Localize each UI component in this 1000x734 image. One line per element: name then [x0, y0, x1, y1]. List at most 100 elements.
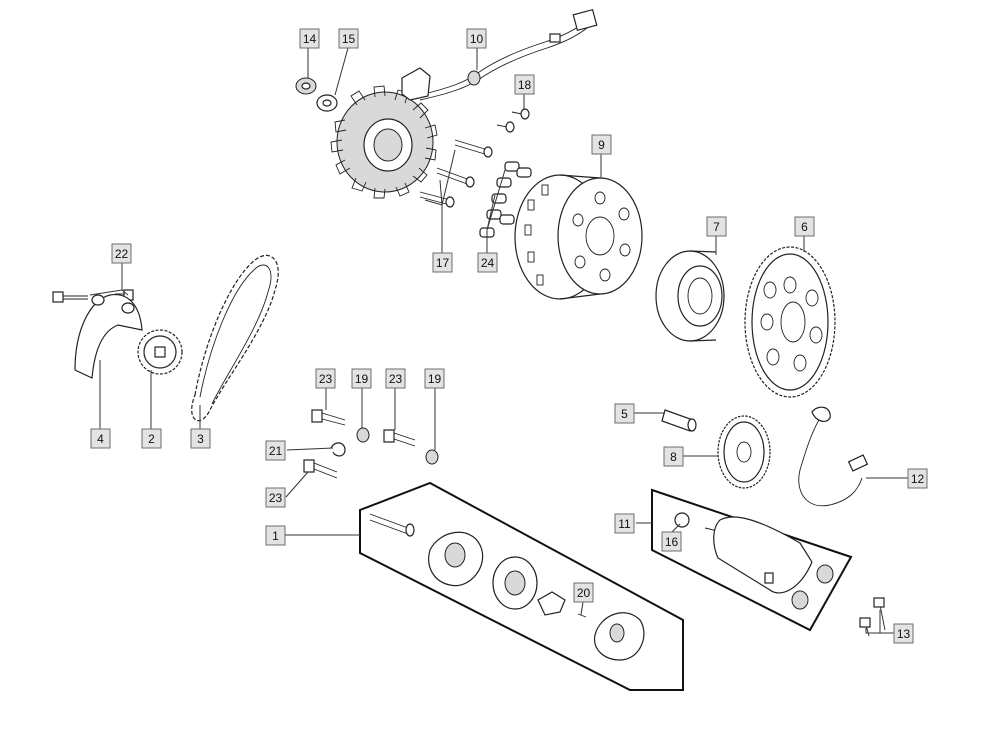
part-chain-cover-4: [74, 294, 143, 379]
callout-number: 17: [436, 256, 450, 270]
part-chain-3: [191, 254, 279, 422]
callout-number: 21: [269, 444, 283, 458]
callout-number: 20: [577, 586, 591, 600]
callout-box: [591, 134, 612, 155]
callout-c15: 15: [338, 28, 359, 49]
callout-c8: 8: [663, 446, 684, 467]
callout-number: 19: [428, 372, 442, 386]
part-kick-starter-group-1: [359, 481, 684, 691]
part-bolts-13: [859, 597, 886, 637]
callout-number: 22: [115, 247, 129, 261]
callout-c19a: 19: [351, 368, 372, 389]
callout-box: [265, 525, 286, 546]
part-wiring-harness-10: [401, 8, 598, 101]
callout-box: [351, 368, 372, 389]
callout-c5: 5: [614, 403, 635, 424]
callout-box: [90, 428, 111, 449]
part-bushing-19a: [356, 427, 370, 443]
callout-number: 7: [713, 220, 720, 234]
callout-box: [661, 531, 682, 552]
part-sprocket-2: [137, 329, 183, 375]
callout-number: 16: [665, 535, 679, 549]
part-bolt-23b: [383, 429, 416, 447]
callout-box: [385, 368, 406, 389]
part-one-way-clutch-7: [655, 250, 725, 342]
callout-number: 9: [598, 138, 605, 152]
callout-box: [907, 468, 928, 489]
part-bolts-17: [419, 139, 493, 208]
leader-lines: [89, 47, 908, 634]
callout-c16: 16: [661, 531, 682, 552]
part-bolts-18: [496, 108, 530, 133]
callout-number: 15: [342, 32, 356, 46]
callout-c17: 17: [432, 252, 453, 273]
callout-number: 14: [303, 32, 317, 46]
callout-box: [111, 243, 132, 264]
callout-number: 24: [481, 256, 495, 270]
callout-c20: 20: [573, 582, 594, 603]
callout-c13: 13: [893, 623, 914, 644]
callout-box: [477, 252, 498, 273]
callout-number: 5: [621, 407, 628, 421]
callout-c4: 4: [90, 428, 111, 449]
callout-c6: 6: [794, 216, 815, 237]
callout-c3: 3: [190, 428, 211, 449]
callout-c24: 24: [477, 252, 498, 273]
callout-c23b: 23: [385, 368, 406, 389]
callout-box: [466, 28, 487, 49]
callout-c18: 18: [514, 74, 535, 95]
callout-box: [424, 368, 445, 389]
callout-number: 4: [97, 432, 104, 446]
callout-box: [190, 428, 211, 449]
callout-box: [141, 428, 162, 449]
callout-number: 8: [670, 450, 677, 464]
callout-box: [315, 368, 336, 389]
callout-c23c: 23: [265, 487, 286, 508]
callout-number: 18: [518, 78, 532, 92]
callout-box: [338, 28, 359, 49]
callout-box: [614, 513, 635, 534]
callout-c2: 2: [141, 428, 162, 449]
callout-c23a: 23: [315, 368, 336, 389]
part-nut-14: [295, 77, 317, 95]
callout-box: [514, 74, 535, 95]
callout-c19b: 19: [424, 368, 445, 389]
callout-c11: 11: [614, 513, 635, 534]
callout-c9: 9: [591, 134, 612, 155]
part-idle-gear-8: [717, 415, 771, 489]
part-flywheel-9: [514, 174, 643, 300]
part-large-gear-6: [744, 246, 836, 398]
callout-number: 10: [470, 32, 484, 46]
callout-c1: 1: [265, 525, 286, 546]
callout-box: [794, 216, 815, 237]
part-bushing-19b: [425, 449, 439, 465]
callout-number: 23: [319, 372, 333, 386]
part-shaft-5: [661, 409, 697, 432]
callout-box: [573, 582, 594, 603]
callout-box: [663, 446, 684, 467]
callout-box: [265, 440, 286, 461]
callout-number: 13: [897, 627, 911, 641]
part-starter-cable-12: [798, 406, 869, 507]
part-washer-15: [316, 94, 338, 112]
callout-c22: 22: [111, 243, 132, 264]
callout-box: [265, 487, 286, 508]
callout-number: 23: [389, 372, 403, 386]
callout-c14: 14: [299, 28, 320, 49]
part-bolt-23a: [311, 409, 346, 426]
callout-c10: 10: [466, 28, 487, 49]
callout-c12: 12: [907, 468, 928, 489]
callout-number: 1: [272, 529, 279, 543]
callout-number: 19: [355, 372, 369, 386]
callout-number: 3: [197, 432, 204, 446]
callout-number: 23: [269, 491, 283, 505]
callout-c7: 7: [706, 216, 727, 237]
callout-box: [706, 216, 727, 237]
callout-box: [893, 623, 914, 644]
part-stator-coil: [330, 85, 438, 199]
part-clip-21: [330, 442, 346, 457]
callout-box: [432, 252, 453, 273]
callout-box: [299, 28, 320, 49]
